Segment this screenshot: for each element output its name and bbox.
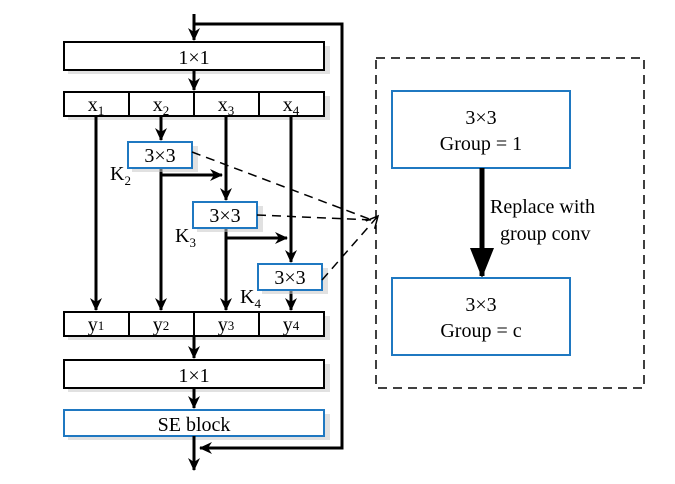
conv-k2-label: 3×3 xyxy=(144,145,175,167)
kernel-k2: K2 xyxy=(110,163,131,188)
conv-k3-label: 3×3 xyxy=(209,205,240,227)
merge-row: y1 y2 y3 y4 xyxy=(63,311,330,340)
split-row: x1 x2 x3 x4 xyxy=(63,91,330,120)
split-x2: x2 xyxy=(153,94,170,118)
split-x3: x3 xyxy=(218,94,235,118)
replacement-panel: 3×3 Group = 1 Replace with group conv 3×… xyxy=(375,57,645,389)
top-conv-1x1: 1×1 xyxy=(63,41,330,74)
replace-label-line2: group conv xyxy=(500,223,591,245)
conv-k4-label: 3×3 xyxy=(274,267,305,289)
merge-y3: y3 xyxy=(218,314,235,336)
group-c-box: 3×3 Group = c xyxy=(391,277,571,356)
conv-3x3-k4: 3×3 K4 xyxy=(240,263,328,311)
se-block: SE block xyxy=(63,409,330,440)
split-x4: x4 xyxy=(283,94,300,118)
dashed-links xyxy=(191,151,378,281)
group-1-label: Group = 1 xyxy=(440,133,522,155)
group-1-box: 3×3 Group = 1 xyxy=(391,90,571,169)
top-conv-label: 1×1 xyxy=(178,47,209,69)
se-block-label: SE block xyxy=(158,414,231,436)
bottom-conv-label: 1×1 xyxy=(178,365,209,387)
group-c-label: Group = c xyxy=(440,320,521,342)
merge-y1: y1 xyxy=(88,314,105,336)
group-c-kernel: 3×3 xyxy=(465,294,496,316)
skip-connection xyxy=(194,22,344,454)
conv-3x3-k3: 3×3 K3 xyxy=(175,201,263,250)
split-x1: x1 xyxy=(88,94,105,118)
kernel-k4: K4 xyxy=(240,286,261,311)
conv-3x3-k2: 3×3 K2 xyxy=(110,141,198,188)
merge-y2: y2 xyxy=(153,314,170,336)
flow-lines xyxy=(90,116,297,311)
kernel-k3: K3 xyxy=(175,225,196,250)
replace-label-line1: Replace with xyxy=(490,196,595,218)
group-1-kernel: 3×3 xyxy=(465,107,496,129)
bottom-conv-1x1: 1×1 xyxy=(63,359,330,392)
merge-y4: y4 xyxy=(283,314,300,336)
